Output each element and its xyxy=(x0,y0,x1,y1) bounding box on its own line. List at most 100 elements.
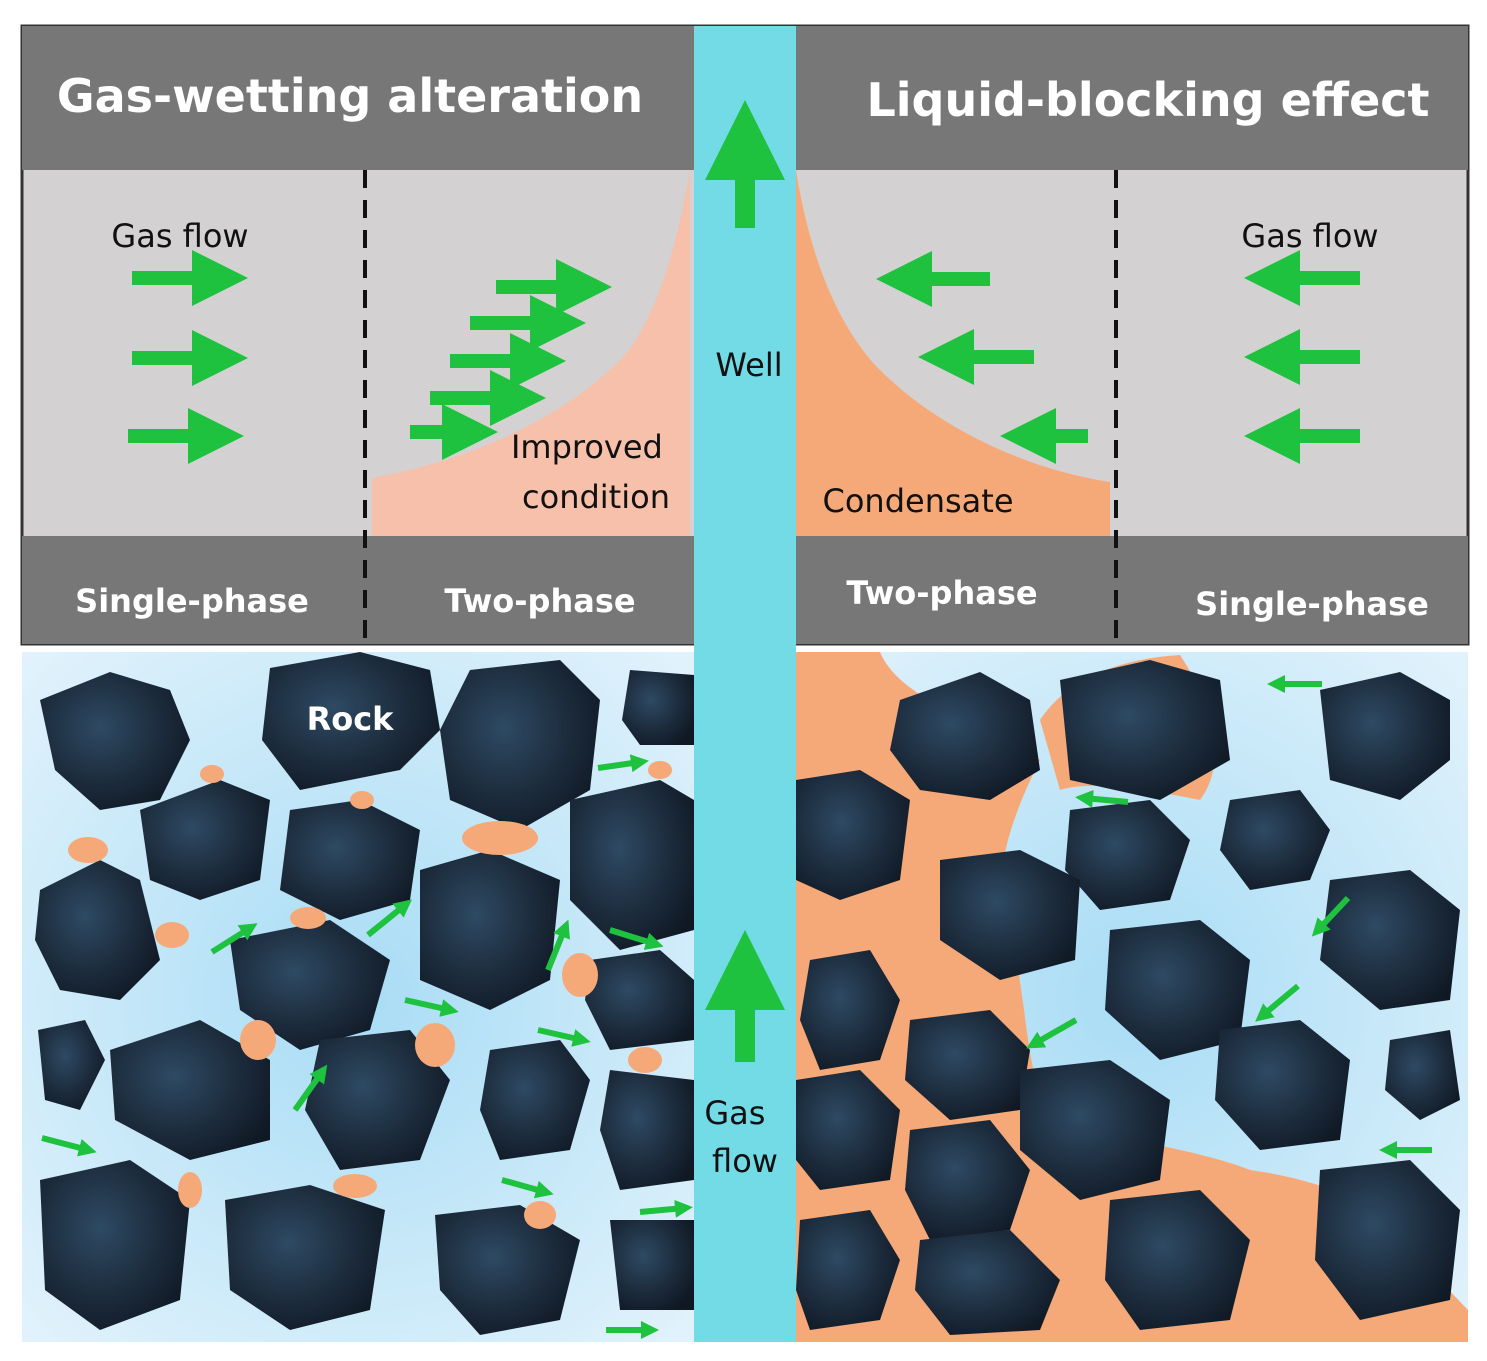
condensate-label: Condensate xyxy=(823,482,1014,520)
rock xyxy=(940,850,1080,980)
left-two-phase-label: Two-phase xyxy=(444,582,635,620)
left-two-phase-arrows xyxy=(410,259,612,460)
right-single-phase-label: Single-phase xyxy=(1195,585,1429,623)
rock xyxy=(1020,1060,1170,1200)
rock xyxy=(1105,1190,1250,1330)
right-two-phase-arrows xyxy=(876,251,1088,464)
well: Well Gas flow xyxy=(694,26,796,1342)
left-pore-arrows xyxy=(41,754,693,1339)
rock xyxy=(570,780,694,950)
rock xyxy=(225,1185,385,1330)
rock xyxy=(1060,660,1230,800)
droplet xyxy=(333,1174,377,1198)
right-panel-title: Liquid-blocking effect xyxy=(866,73,1429,127)
droplet xyxy=(524,1201,556,1229)
well-gas-flow-label: Gas flow xyxy=(704,1094,778,1180)
pore-flow-arrow-icon xyxy=(1255,983,1300,1022)
droplet xyxy=(178,1172,202,1208)
rock xyxy=(110,1020,270,1160)
rock xyxy=(915,1230,1060,1335)
droplet xyxy=(68,837,108,863)
rock xyxy=(796,770,910,900)
right-gas-flow-label: Gas flow xyxy=(1241,217,1378,255)
right-rocks xyxy=(796,660,1460,1335)
pore-flow-arrow-icon xyxy=(537,1027,591,1047)
left-single-phase-arrows xyxy=(128,250,248,464)
rock xyxy=(1320,870,1460,1010)
rock xyxy=(800,950,900,1070)
pore-flow-arrow-icon xyxy=(545,919,570,972)
rock xyxy=(796,1070,900,1190)
rock xyxy=(305,1030,450,1170)
left-single-phase-label: Single-phase xyxy=(75,582,309,620)
rock xyxy=(480,1040,590,1160)
droplet xyxy=(648,761,672,779)
pore-flow-arrow-icon xyxy=(639,1199,693,1218)
rock xyxy=(40,1160,190,1330)
rock xyxy=(35,860,160,1000)
improved-condition-line-1: Improved xyxy=(511,428,663,466)
droplet xyxy=(290,907,326,929)
rock xyxy=(1220,790,1330,890)
pore-flow-arrow-icon xyxy=(501,1177,554,1199)
condensate-region xyxy=(796,170,1110,536)
pore-flow-arrow-icon xyxy=(366,899,412,938)
rock xyxy=(890,672,1040,800)
rock xyxy=(1385,1030,1460,1120)
pore-scale-view: Rock xyxy=(22,652,1468,1342)
well-gas-flow-line-1: Gas xyxy=(704,1094,765,1132)
left-droplets xyxy=(68,761,672,1229)
rock xyxy=(1320,672,1450,800)
rock xyxy=(1215,1020,1350,1150)
left-panel-title: Gas-wetting alteration xyxy=(57,69,643,123)
rock xyxy=(420,850,560,1010)
pore-flow-arrow-icon xyxy=(1026,1017,1078,1049)
droplet xyxy=(155,922,189,948)
droplet xyxy=(462,821,538,855)
rock xyxy=(600,1070,694,1190)
rock xyxy=(440,660,600,830)
rock xyxy=(622,670,694,745)
rock xyxy=(40,672,190,810)
rock xyxy=(1105,920,1250,1060)
rock xyxy=(796,1210,900,1330)
right-two-phase-label: Two-phase xyxy=(846,574,1037,612)
rock xyxy=(435,1205,580,1335)
rock xyxy=(1315,1160,1460,1320)
well-gas-flow-line-2: flow xyxy=(712,1142,778,1180)
droplet xyxy=(562,953,598,997)
rock xyxy=(230,920,390,1050)
pore-flow-arrow-icon xyxy=(609,927,664,950)
pore-flow-arrow-icon xyxy=(1311,895,1351,937)
rock xyxy=(280,800,420,920)
rock xyxy=(905,1010,1030,1120)
pore-flow-arrow-icon xyxy=(597,754,649,773)
droplet xyxy=(628,1047,662,1073)
rock xyxy=(610,1220,694,1310)
rock xyxy=(262,652,440,790)
left-gas-flow-label: Gas flow xyxy=(111,217,248,255)
rock xyxy=(140,780,270,900)
droplet xyxy=(240,1020,276,1060)
rock xyxy=(585,950,694,1050)
pore-flow-arrow-icon xyxy=(292,1064,328,1112)
pore-flow-arrow-icon xyxy=(1075,789,1129,808)
improved-condition-label: Improved condition xyxy=(511,428,673,516)
well-label: Well xyxy=(715,346,782,384)
rock xyxy=(38,1020,105,1110)
pore-flow-arrow-icon xyxy=(210,923,258,955)
rock xyxy=(905,1120,1030,1240)
droplet xyxy=(350,791,374,809)
pore-flow-arrow-icon xyxy=(404,997,459,1017)
pore-flow-arrow-icon xyxy=(41,1135,97,1157)
droplet xyxy=(415,1023,455,1067)
rock-label: Rock xyxy=(307,700,395,738)
left-rocks xyxy=(35,652,694,1335)
right-single-phase-arrows xyxy=(1244,250,1360,464)
wellbore xyxy=(694,26,796,1342)
improved-condition-line-2: condition xyxy=(522,478,670,516)
improved-condition-region xyxy=(372,170,690,536)
droplet xyxy=(200,765,224,783)
rock xyxy=(1065,800,1190,910)
right-pore-arrows xyxy=(1026,675,1432,1159)
